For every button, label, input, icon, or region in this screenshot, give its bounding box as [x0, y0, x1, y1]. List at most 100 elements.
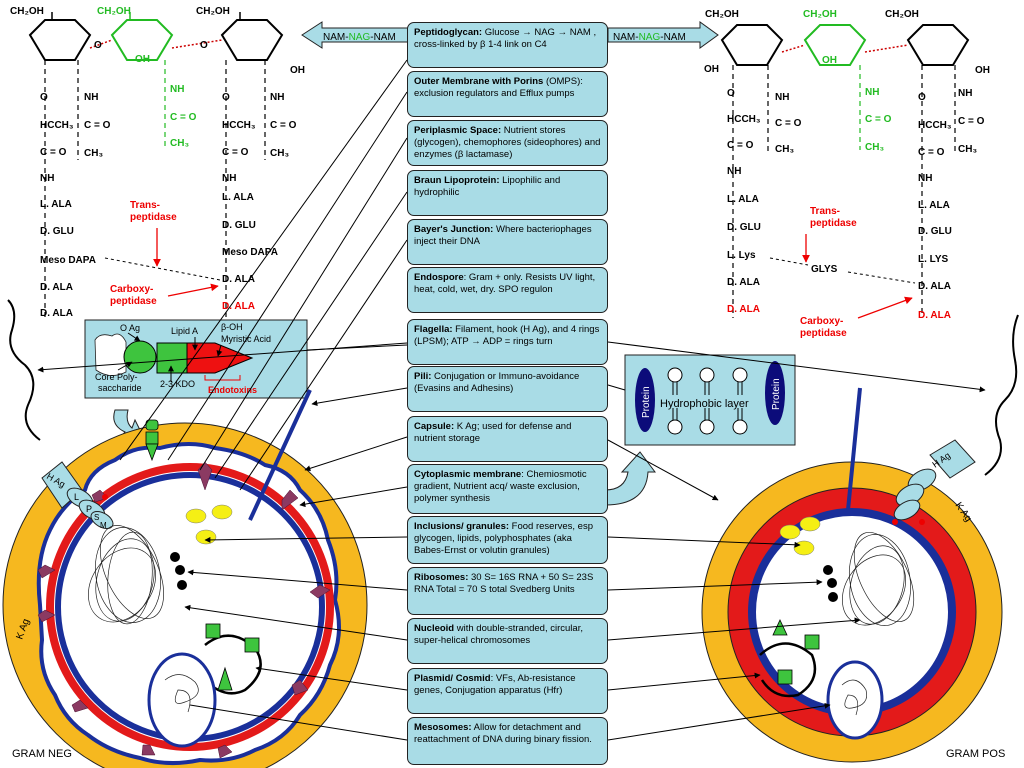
ring-label: CH₂OH [10, 6, 44, 17]
ring-label: O [200, 40, 208, 51]
left-column: O HCCH₃ C = O NH L. ALA D. GLU L. Lys D.… [727, 65, 761, 318]
svg-text:NH: NH [918, 173, 932, 184]
lipid-a-label: Lipid A [171, 326, 198, 336]
transpeptidase-label: Trans- [130, 200, 160, 211]
ring-label: O [94, 40, 102, 51]
svg-text:CH₃: CH₃ [775, 144, 794, 155]
transpeptidase-label: Trans- [810, 206, 840, 217]
gram-negative-cell: H Ag L P S M K Ag [2, 299, 368, 768]
svg-text:C = O: C = O [958, 116, 985, 127]
pilus [846, 387, 862, 511]
pili-box: Pili: Conjugation or Immuno-avoidance (E… [407, 366, 608, 412]
svg-text:L. ALA: L. ALA [918, 200, 950, 211]
carboxypeptidase-label: peptidase [800, 328, 847, 339]
inclusions-box: Inclusions/ granules: Food reserves, esp… [407, 516, 608, 564]
transpeptidase-label: peptidase [130, 212, 177, 223]
svg-text:HCCH₃: HCCH₃ [918, 120, 952, 131]
svg-text:CH₃: CH₃ [170, 138, 189, 149]
svg-text:HCCH₃: HCCH₃ [40, 120, 74, 131]
ribosomes [170, 552, 187, 590]
lps-detail-box: O Ag Lipid A β-OH Myristic Acid Core Pol… [84, 319, 308, 399]
membrane-callout-arrow [604, 451, 656, 506]
inclusion-granules [779, 516, 821, 556]
porins [37, 461, 331, 759]
green-column: NH C = O CH₃ [164, 60, 197, 150]
s-ring-label: S [94, 513, 99, 522]
bayers-junction-box: Bayer's Junction: Where bacteriophages i… [407, 219, 608, 265]
svg-text:L. ALA: L. ALA [40, 199, 72, 210]
m-ring-label: M [100, 521, 107, 530]
hydrophobic-layer-label: Hydrophobic layer [660, 398, 749, 410]
ring-label: CH₂OH [803, 9, 837, 20]
ring-label: OH [704, 64, 719, 75]
svg-text:L. Lys: L. Lys [727, 250, 756, 261]
nucleoid [842, 531, 915, 626]
connector-lines [37, 59, 986, 741]
carboxypeptidase-label: peptidase [110, 296, 157, 307]
right-chain: O HCCH₃ C = O NH L. ALA D. GLU L. LYS D.… [918, 65, 952, 321]
outer-membrane-box: Outer Membrane with Porins (OMPS): exclu… [407, 71, 608, 117]
svg-text:O: O [40, 92, 48, 103]
svg-text:NAM-NAG-NAM: NAM-NAG-NAM [323, 32, 396, 43]
lps-molecule-on-cell [145, 419, 159, 462]
mesosomes-box: Mesosomes: Allow for detachment and reat… [407, 717, 608, 765]
svg-text:CH₃: CH₃ [958, 144, 977, 155]
svg-text:L. LYS: L. LYS [918, 254, 949, 265]
capsule-box: Capsule: K Ag; used for defense and nutr… [407, 416, 608, 462]
svg-text:D. GLU: D. GLU [40, 226, 74, 237]
peptidoglycan-box: Peptidoglycan: Glucose → NAG → NAM , cro… [407, 22, 608, 68]
svg-text:L. ALA: L. ALA [727, 194, 759, 205]
svg-text:D. ALA: D. ALA [727, 277, 760, 288]
svg-text:D. ALA: D. ALA [222, 274, 255, 285]
braun-lipoprotein-box: Braun Lipoprotein: Lipophilic and hydrop… [407, 170, 608, 216]
ring-label: CH₂OH [97, 6, 131, 17]
svg-text:L. ALA: L. ALA [222, 192, 254, 203]
svg-text:NH: NH [270, 92, 284, 103]
svg-text:CH₃: CH₃ [84, 148, 103, 159]
left-column: O HCCH₃ C = O NH L. ALA D. GLU Meso DAPA… [40, 60, 96, 319]
mesosome [826, 660, 884, 740]
svg-text:C = O: C = O [865, 114, 892, 125]
svg-text:CH₃: CH₃ [270, 148, 289, 159]
gram-neg-caption: GRAM NEG [12, 748, 72, 760]
ring-label: CH₂OH [705, 9, 739, 20]
svg-text:NH: NH [40, 173, 54, 184]
plasmid [759, 619, 820, 698]
svg-text:NH: NH [84, 92, 98, 103]
svg-text:O: O [918, 92, 926, 103]
protein-label: Protein [641, 386, 652, 418]
flagellar-basal-body: H Ag [892, 439, 976, 525]
ring-label: OH [822, 55, 837, 66]
carboxypeptidase-label: Carboxy- [110, 284, 153, 295]
svg-text:C = O: C = O [84, 120, 111, 131]
ribosomes-box: Ribosomes: 30 S= 16S RNA + 50 S= 23S RNA… [407, 567, 608, 615]
periplasmic-space-box: Periplasmic Space: Nutrient stores (glyc… [407, 120, 608, 166]
svg-text:NH: NH [775, 92, 789, 103]
membrane-detail-box: Protein Protein Hydrophobic layer [624, 354, 796, 446]
svg-text:HCCH₃: HCCH₃ [727, 114, 761, 125]
kdo-label: 2-3 KDO [160, 379, 195, 389]
svg-text:C = O: C = O [40, 147, 67, 158]
transpeptidase-label: peptidase [810, 218, 857, 229]
svg-text:NAM-NAG-NAM: NAM-NAG-NAM [613, 32, 686, 43]
ribosomes [823, 565, 838, 602]
sugar-ring-green [110, 19, 174, 61]
svg-text:D. ALA: D. ALA [40, 308, 73, 319]
svg-text:Meso DAPA: Meso DAPA [40, 255, 96, 266]
svg-text:D. GLU: D. GLU [727, 222, 761, 233]
ring-label: CH₂OH [885, 9, 919, 20]
svg-text:CH₃: CH₃ [865, 142, 884, 153]
right-chain: O HCCH₃ C = O NH L. ALA D. GLU Meso DAPA… [222, 60, 278, 318]
svg-text:NH: NH [727, 166, 741, 177]
o-ag-label: O Ag [120, 323, 140, 333]
hydroxy-label: β-OH [221, 322, 243, 332]
cytoplasmic-membrane-box: Cytoplasmic membrane: Chemiosmotic gradi… [407, 464, 608, 514]
ring-label: OH [975, 65, 990, 76]
svg-text:D. GLU: D. GLU [222, 220, 256, 231]
flagellum [984, 314, 1019, 476]
sugar-ring [28, 19, 92, 61]
p-ring-label: P [86, 504, 92, 514]
sugar-ring [220, 19, 284, 61]
core-label: Core Poly- [95, 372, 138, 382]
flagella-box: Flagella: Filament, hook (H Ag), and 4 r… [407, 319, 608, 365]
